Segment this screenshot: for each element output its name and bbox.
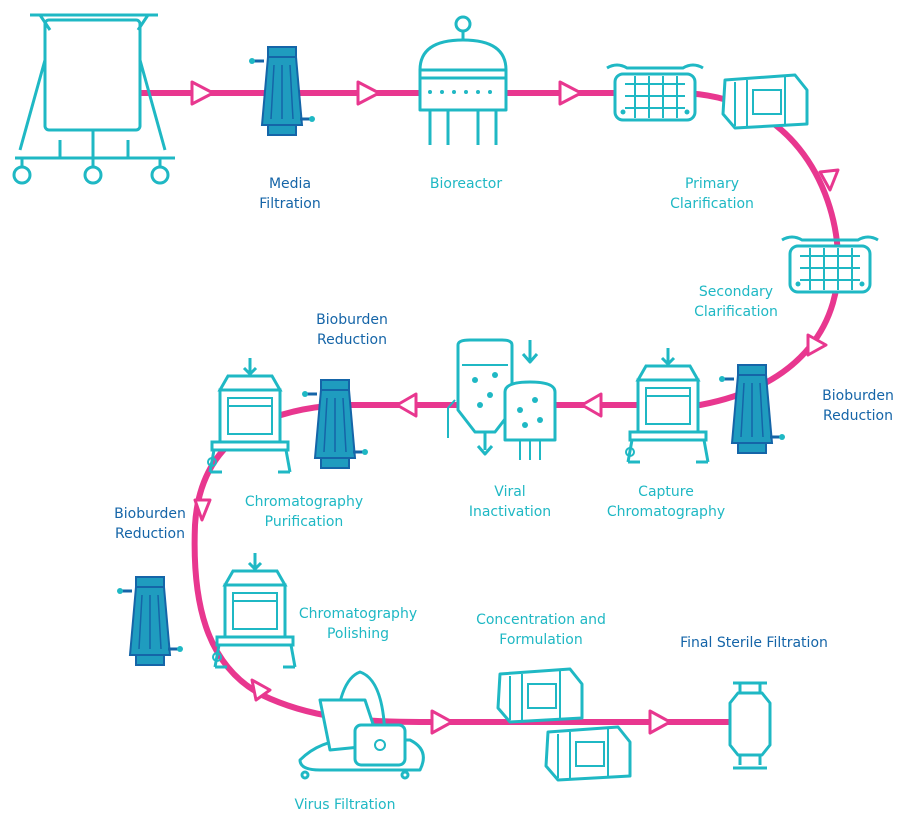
- label-line: Primary: [684, 176, 740, 192]
- flow-arrow-2: [356, 80, 381, 106]
- label-line: Purification: [264, 514, 344, 530]
- flow-arrow-5: [806, 333, 828, 357]
- flow-arrow-8: [193, 498, 212, 522]
- label-line: Concentration and: [476, 612, 606, 628]
- label-line: Bioreactor: [429, 176, 503, 192]
- bioburden-filter-2-icon: [300, 378, 370, 470]
- label-line: Secondary: [698, 284, 774, 300]
- label-bioreactor: Bioreactor: [430, 174, 502, 194]
- label-line: Formulation: [499, 632, 583, 648]
- final-sterile-filter-icon: [728, 681, 772, 770]
- label-line: Chromatography: [606, 504, 726, 520]
- label-line: Media: [268, 176, 312, 192]
- polishing-chromatography-column-icon: [211, 551, 297, 669]
- primary-clarification-cassette-icon: [721, 73, 809, 130]
- bioreactor-icon: [418, 15, 508, 145]
- label-line: Chromatography: [244, 494, 364, 510]
- label-line: Clarification: [670, 196, 754, 212]
- primary-clarification-depth-filter-icon: [605, 63, 705, 122]
- flow-arrow-3: [558, 80, 583, 106]
- concentration-cassette-top-icon: [496, 667, 584, 724]
- label-line: Polishing: [326, 626, 390, 642]
- label-line: Reduction: [822, 408, 893, 424]
- flow-arrow-9: [250, 678, 272, 702]
- label-line: Reduction: [114, 526, 185, 542]
- label-line: Virus Filtration: [294, 797, 396, 813]
- label-virus-filtration: Virus Filtration: [295, 795, 396, 815]
- flow-arrow-7: [395, 392, 418, 418]
- label-line: Bioburden: [316, 312, 388, 328]
- capture-chromatography-column-icon: [624, 346, 710, 464]
- label-final-sterile-filtration: Final Sterile Filtration: [680, 633, 828, 653]
- flow-arrow-4: [818, 168, 840, 192]
- label-line: Chromatography: [298, 606, 418, 622]
- label-line: Filtration: [259, 196, 321, 212]
- label-line: Bioburden: [822, 388, 894, 404]
- media-tank-icon: [12, 13, 175, 185]
- flow-arrow-1: [190, 80, 215, 106]
- label-line: Capture: [638, 484, 694, 500]
- flow-arrow-6: [580, 392, 603, 418]
- label-line: Inactivation: [468, 504, 552, 520]
- bioburden-filter-3-icon: [115, 575, 185, 667]
- flow-arrow-10: [430, 709, 454, 735]
- secondary-clarification-depth-filter-icon: [780, 235, 880, 294]
- concentration-cassette-bottom-icon: [544, 725, 632, 782]
- virus-filtration-system-icon: [298, 670, 425, 780]
- label-line: Final Sterile Filtration: [680, 635, 828, 651]
- label-line: Clarification: [694, 304, 778, 320]
- viral-inactivation-vessels-icon: [447, 338, 557, 460]
- label-line: Bioburden: [114, 506, 186, 522]
- flow-arrow-11: [648, 709, 672, 735]
- label-line: Viral: [494, 484, 526, 500]
- label-line: Reduction: [316, 332, 387, 348]
